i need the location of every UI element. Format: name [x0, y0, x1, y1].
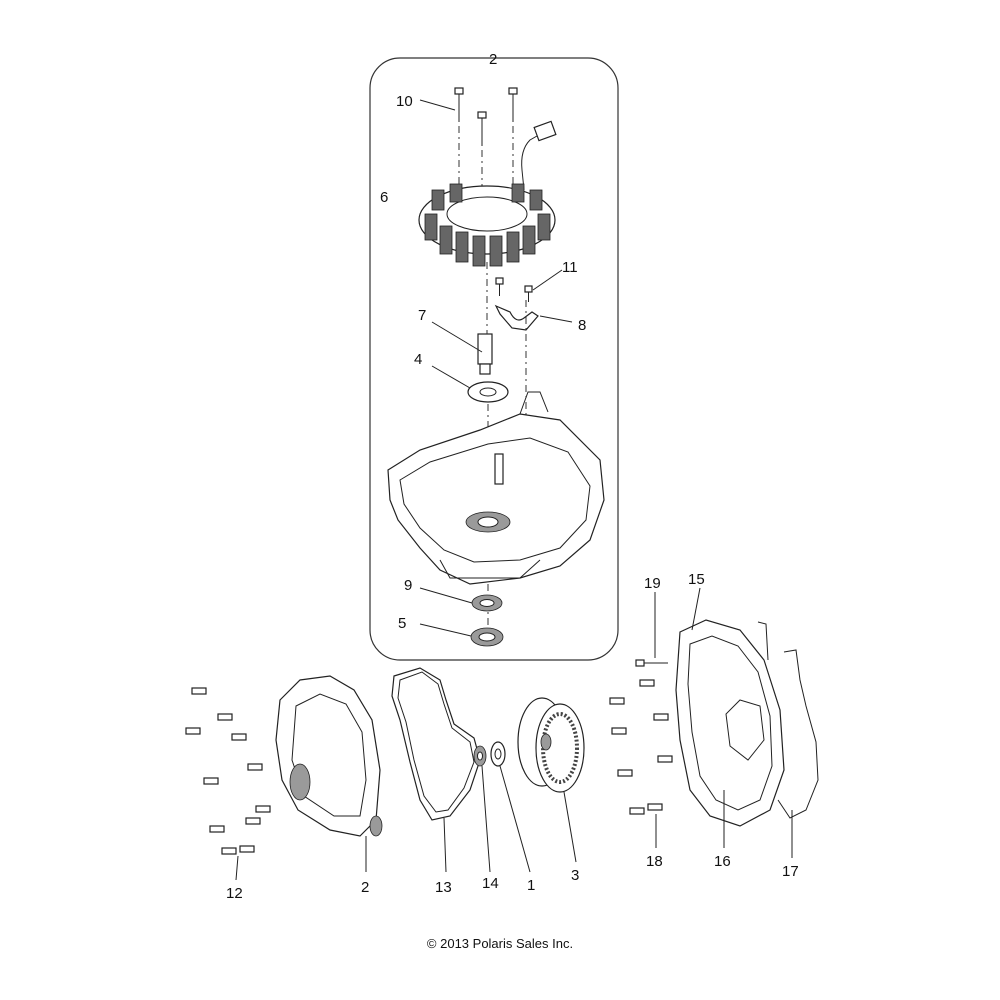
cover-gasket	[777, 649, 819, 819]
cover-right	[675, 619, 785, 827]
callout-13: 13	[435, 879, 452, 896]
stator-housing	[387, 391, 605, 585]
wire-clamp	[494, 304, 539, 331]
callout-17: 17	[782, 863, 799, 880]
washer	[467, 381, 509, 403]
flywheel	[517, 697, 585, 793]
callout-8: 8	[578, 317, 586, 334]
callout-5: 5	[398, 615, 406, 632]
gasket	[391, 667, 481, 821]
assembly-group-outline	[369, 57, 619, 661]
oil-seal	[470, 627, 504, 647]
copyright-notice: © 2013 Polaris Sales Inc.	[427, 936, 573, 951]
callout-16: 16	[714, 853, 731, 870]
bearing	[471, 594, 503, 612]
sensor	[477, 333, 493, 375]
wire-connector	[533, 120, 557, 142]
callout-10: 10	[396, 93, 413, 110]
callout-7: 7	[418, 307, 426, 324]
cover-bolts-right	[609, 659, 673, 815]
stator-bolts	[454, 87, 518, 210]
stator	[418, 183, 556, 267]
callout-2-bottom: 2	[361, 879, 369, 896]
cover-left	[275, 675, 383, 837]
flat-washer	[490, 741, 506, 767]
callout-1: 1	[527, 877, 535, 894]
callout-15: 15	[688, 571, 705, 588]
callout-4: 4	[414, 351, 422, 368]
callout-19: 19	[644, 575, 661, 592]
callout-14: 14	[482, 875, 499, 892]
callout-2-top: 2	[489, 51, 497, 68]
cover-bolts-left	[185, 687, 271, 855]
callout-6: 6	[380, 189, 388, 206]
callout-18: 18	[646, 853, 663, 870]
leader-lines	[235, 99, 793, 881]
stator-wire-lead	[521, 131, 545, 191]
callout-11: 11	[562, 259, 578, 276]
clamp-screws	[495, 277, 533, 302]
nut	[473, 745, 487, 767]
callout-9: 9	[404, 577, 412, 594]
callout-12: 12	[226, 885, 243, 902]
callout-3: 3	[571, 867, 579, 884]
